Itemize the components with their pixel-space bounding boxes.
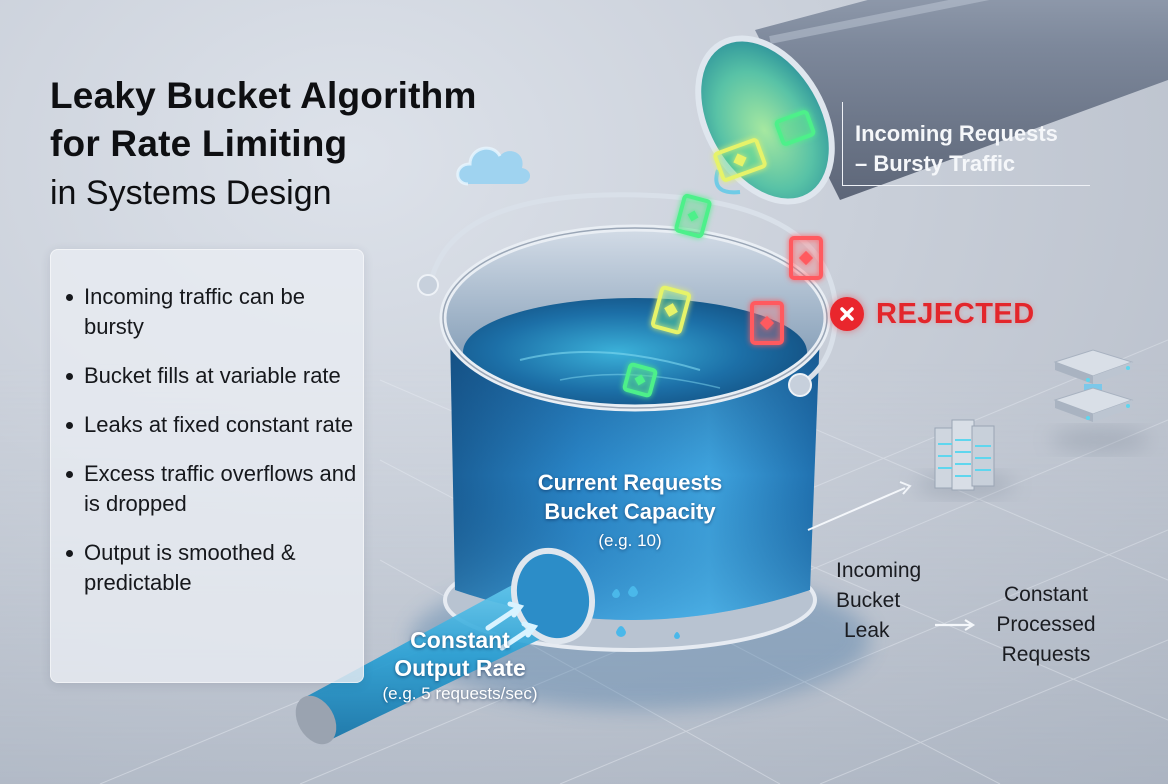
diamond-card-icon-accepted	[622, 110, 816, 398]
key-points-panel: Incoming traffic can be bursty Bucket fi…	[50, 249, 364, 683]
key-points-list: Incoming traffic can be bursty Bucket fi…	[50, 249, 364, 598]
leak-target-line: Processed	[996, 613, 1096, 636]
output-rate-label: Constant Output Rate (e.g. 5 requests/se…	[340, 626, 580, 706]
leak-source-line: Leak	[844, 619, 890, 642]
capacity-line-1: Current Requests	[537, 470, 723, 495]
capacity-line-2: Bucket Capacity	[544, 499, 716, 524]
key-point: Leaks at fixed constant rate	[66, 410, 364, 440]
key-point: Output is smoothed & predictable	[66, 538, 364, 598]
water-drops	[612, 586, 680, 639]
x-circle-icon	[830, 297, 864, 331]
key-point: Excess traffic overflows and is dropped	[66, 459, 364, 519]
page-title: Leaky Bucket Algorithm for Rate Limiting…	[50, 72, 477, 218]
key-point: Bucket fills at variable rate	[66, 361, 364, 391]
capacity-example: (e.g. 10)	[598, 531, 662, 550]
incoming-requests-callout: Incoming Requests – Bursty Traffic	[842, 102, 1090, 186]
diamond-card-icon-rejected	[750, 236, 823, 345]
leak-source-line: Bucket	[836, 589, 901, 612]
rejected-label: REJECTED	[830, 297, 1035, 331]
output-rate-example: (e.g. 5 requests/sec)	[382, 684, 538, 703]
title-line-1: Leaky Bucket Algorithm	[50, 75, 477, 116]
server-rack-icon	[915, 419, 1015, 497]
bucket-capacity-label: Current Requests Bucket Capacity (e.g. 1…	[480, 468, 780, 554]
leak-flow-source: Incoming Bucket Leak	[836, 556, 956, 646]
output-rate-line-1: Constant	[410, 627, 510, 653]
incoming-callout-line-1: Incoming Requests	[855, 121, 1058, 146]
leak-target-line: Constant	[1003, 583, 1089, 606]
leak-flow-target: Constant Processed Requests	[986, 580, 1106, 670]
key-point: Incoming traffic can be bursty	[66, 282, 364, 342]
leak-target-line: Requests	[1001, 643, 1091, 666]
title-line-2: for Rate Limiting	[50, 123, 348, 164]
output-pipe	[295, 547, 596, 745]
right-arrow-icon	[934, 618, 976, 637]
incoming-callout-line-2: – Bursty Traffic	[855, 151, 1016, 176]
title-line-3: in Systems Design	[50, 174, 332, 212]
leak-source-line: Incoming	[836, 559, 922, 582]
output-rate-line-2: Output Rate	[394, 655, 526, 681]
database-stack-icon	[1050, 349, 1150, 452]
cloud-icon	[456, 146, 531, 186]
rejected-text: REJECTED	[876, 297, 1035, 330]
bucket	[417, 192, 839, 652]
